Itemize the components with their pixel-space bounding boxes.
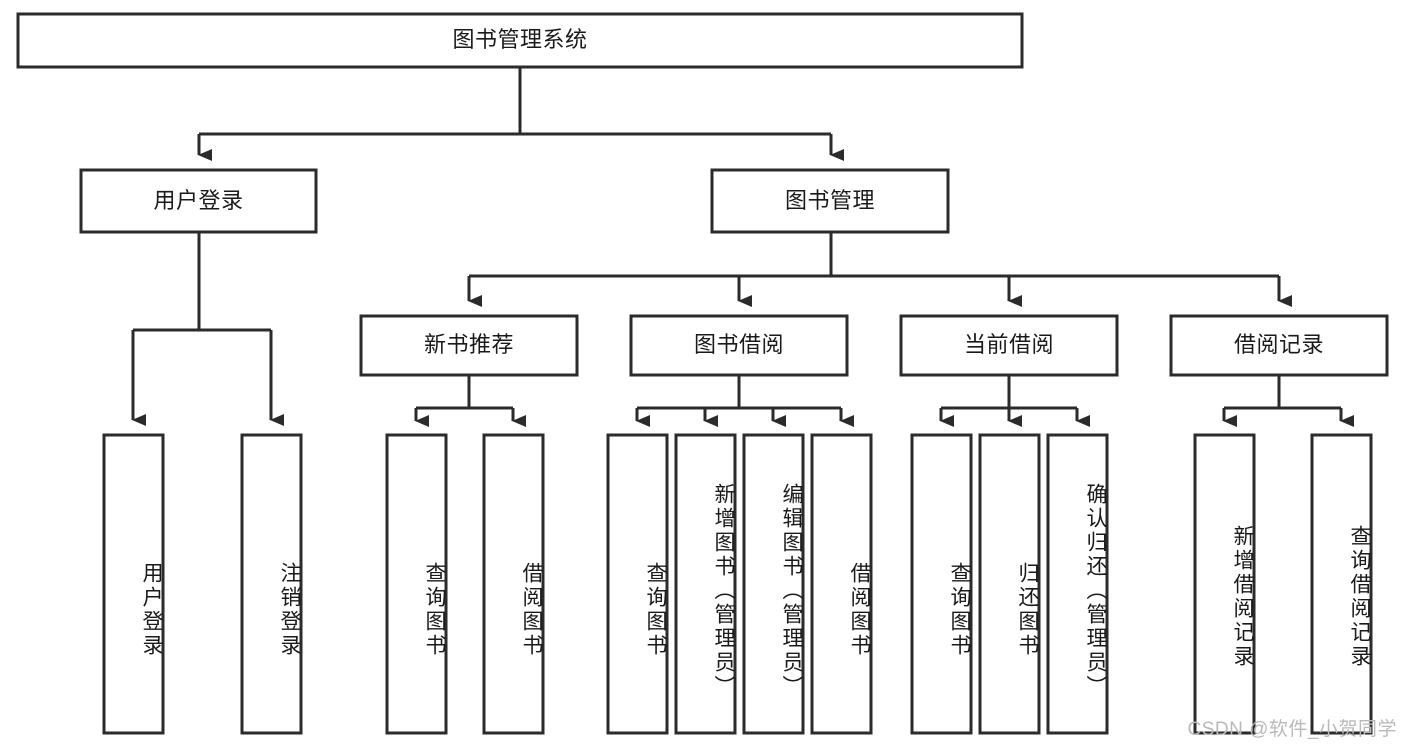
node-box-leaf-current-borrow-0[interactable] <box>910 433 973 735</box>
node-box-leaf-book-borrow-0[interactable] <box>606 433 669 735</box>
node-box-leaf-borrow-record-0[interactable] <box>1193 433 1256 735</box>
node-box-new-book-recommend[interactable] <box>359 314 579 377</box>
edge-group-new-book-recommend <box>414 375 526 427</box>
node-box-leaf-borrow-record-1[interactable] <box>1310 433 1373 735</box>
node-box-book-borrow[interactable] <box>629 314 849 377</box>
node-box-leaf-book-borrow-1[interactable] <box>674 433 737 735</box>
edge-group-user-login <box>131 232 284 426</box>
node-box-user-login[interactable] <box>79 168 318 234</box>
node-box-leaf-user-login-0[interactable] <box>102 433 165 735</box>
node-box-leaf-new-book-recommend-1[interactable] <box>482 433 545 735</box>
edge-group-current-borrow <box>939 375 1090 427</box>
node-box-borrow-record[interactable] <box>1169 314 1389 377</box>
node-box-current-borrow[interactable] <box>899 314 1119 377</box>
node-box-leaf-user-login-1[interactable] <box>240 433 303 735</box>
node-box-leaf-new-book-recommend-0[interactable] <box>385 433 448 735</box>
edge-group-root <box>197 67 844 161</box>
edge-group-book-borrow <box>635 375 854 427</box>
csdn-watermark: CSDN @软件_小贺同学 <box>1187 719 1397 740</box>
node-box-root[interactable] <box>16 12 1024 69</box>
node-box-leaf-current-borrow-2[interactable] <box>1046 433 1109 735</box>
node-box-book-manage[interactable] <box>710 168 950 234</box>
node-box-leaf-current-borrow-1[interactable] <box>978 433 1041 735</box>
node-box-leaf-book-borrow-2[interactable] <box>742 433 805 735</box>
edge-group-borrow-record <box>1222 375 1354 427</box>
edge-group-book-manage <box>467 232 1292 307</box>
node-box-leaf-book-borrow-3[interactable] <box>810 433 873 735</box>
